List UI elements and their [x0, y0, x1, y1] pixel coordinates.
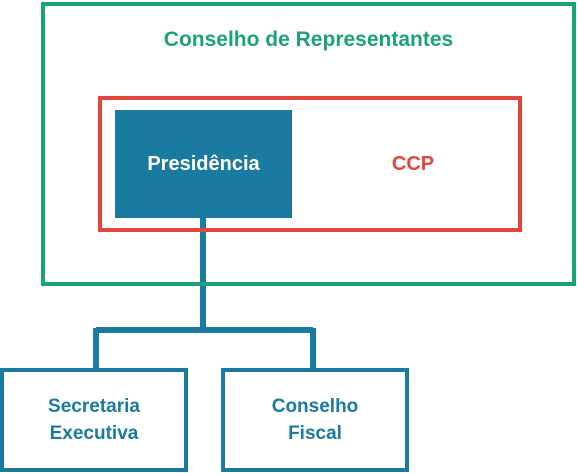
presidency-box: Presidência: [115, 110, 292, 218]
executive-secretariat-line2: Executiva: [49, 423, 139, 444]
executive-secretariat-label: Secretaria Executiva: [48, 393, 140, 447]
fiscal-council-label: Conselho Fiscal: [272, 393, 359, 447]
presidency-connector-line: [93, 218, 316, 370]
fiscal-council-box: Conselho Fiscal: [221, 368, 409, 472]
representatives-council-title: Conselho de Representantes: [163, 28, 454, 51]
presidency-label: Presidência: [147, 152, 260, 175]
fiscal-council-line2: Fiscal: [288, 423, 342, 444]
fiscal-council-line1: Conselho: [271, 396, 359, 417]
executive-secretariat-line1: Secretaria: [48, 396, 140, 417]
ccp-label: CCP: [391, 153, 435, 175]
executive-secretariat-box: Secretaria Executiva: [0, 368, 188, 472]
representatives-council-box: [41, 2, 576, 286]
ccp-box: [98, 96, 522, 232]
